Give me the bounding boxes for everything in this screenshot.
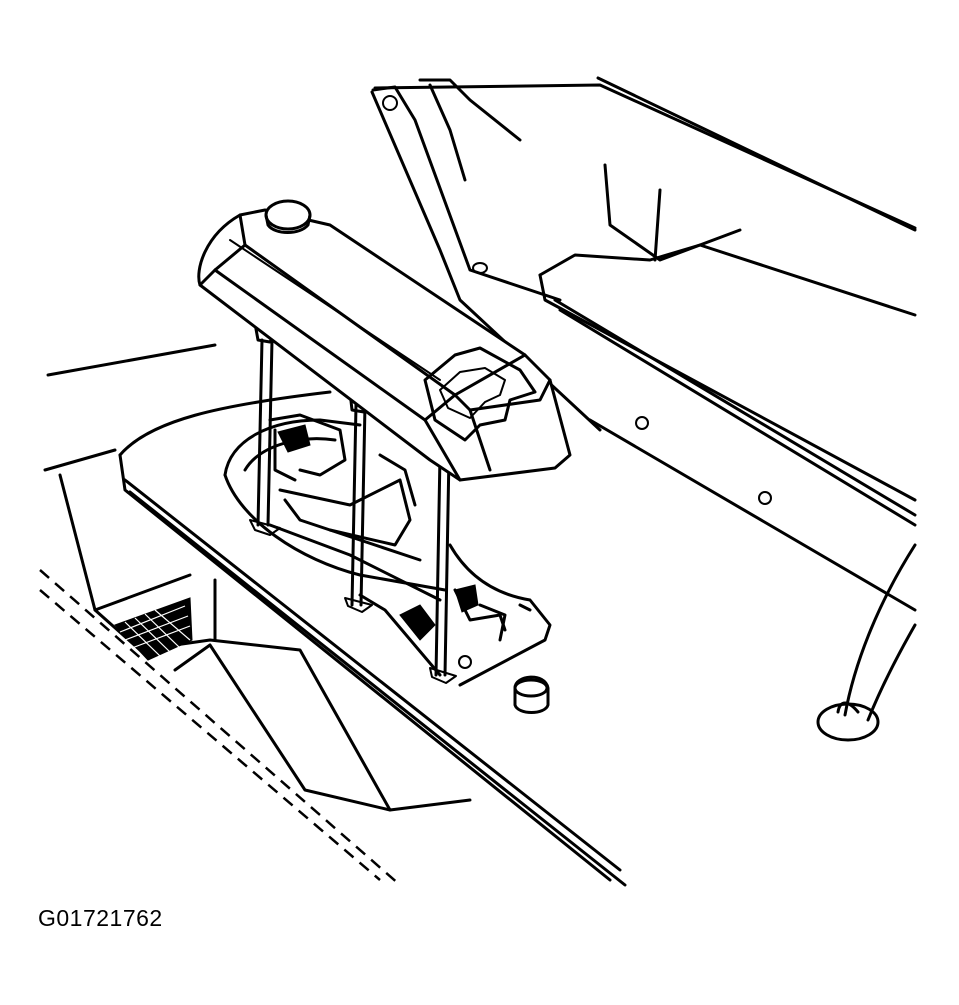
- vent-grille: [114, 597, 193, 661]
- tank-floor-panel: [39, 343, 627, 887]
- vehicle-frame-rail: [370, 76, 917, 612]
- figure-id-label: G01721762: [38, 905, 163, 931]
- fuel-pump-module: [268, 413, 532, 669]
- module-cover-lid: [197, 199, 572, 482]
- floor-plug: [513, 675, 550, 714]
- fuel-line-tube: [816, 543, 917, 742]
